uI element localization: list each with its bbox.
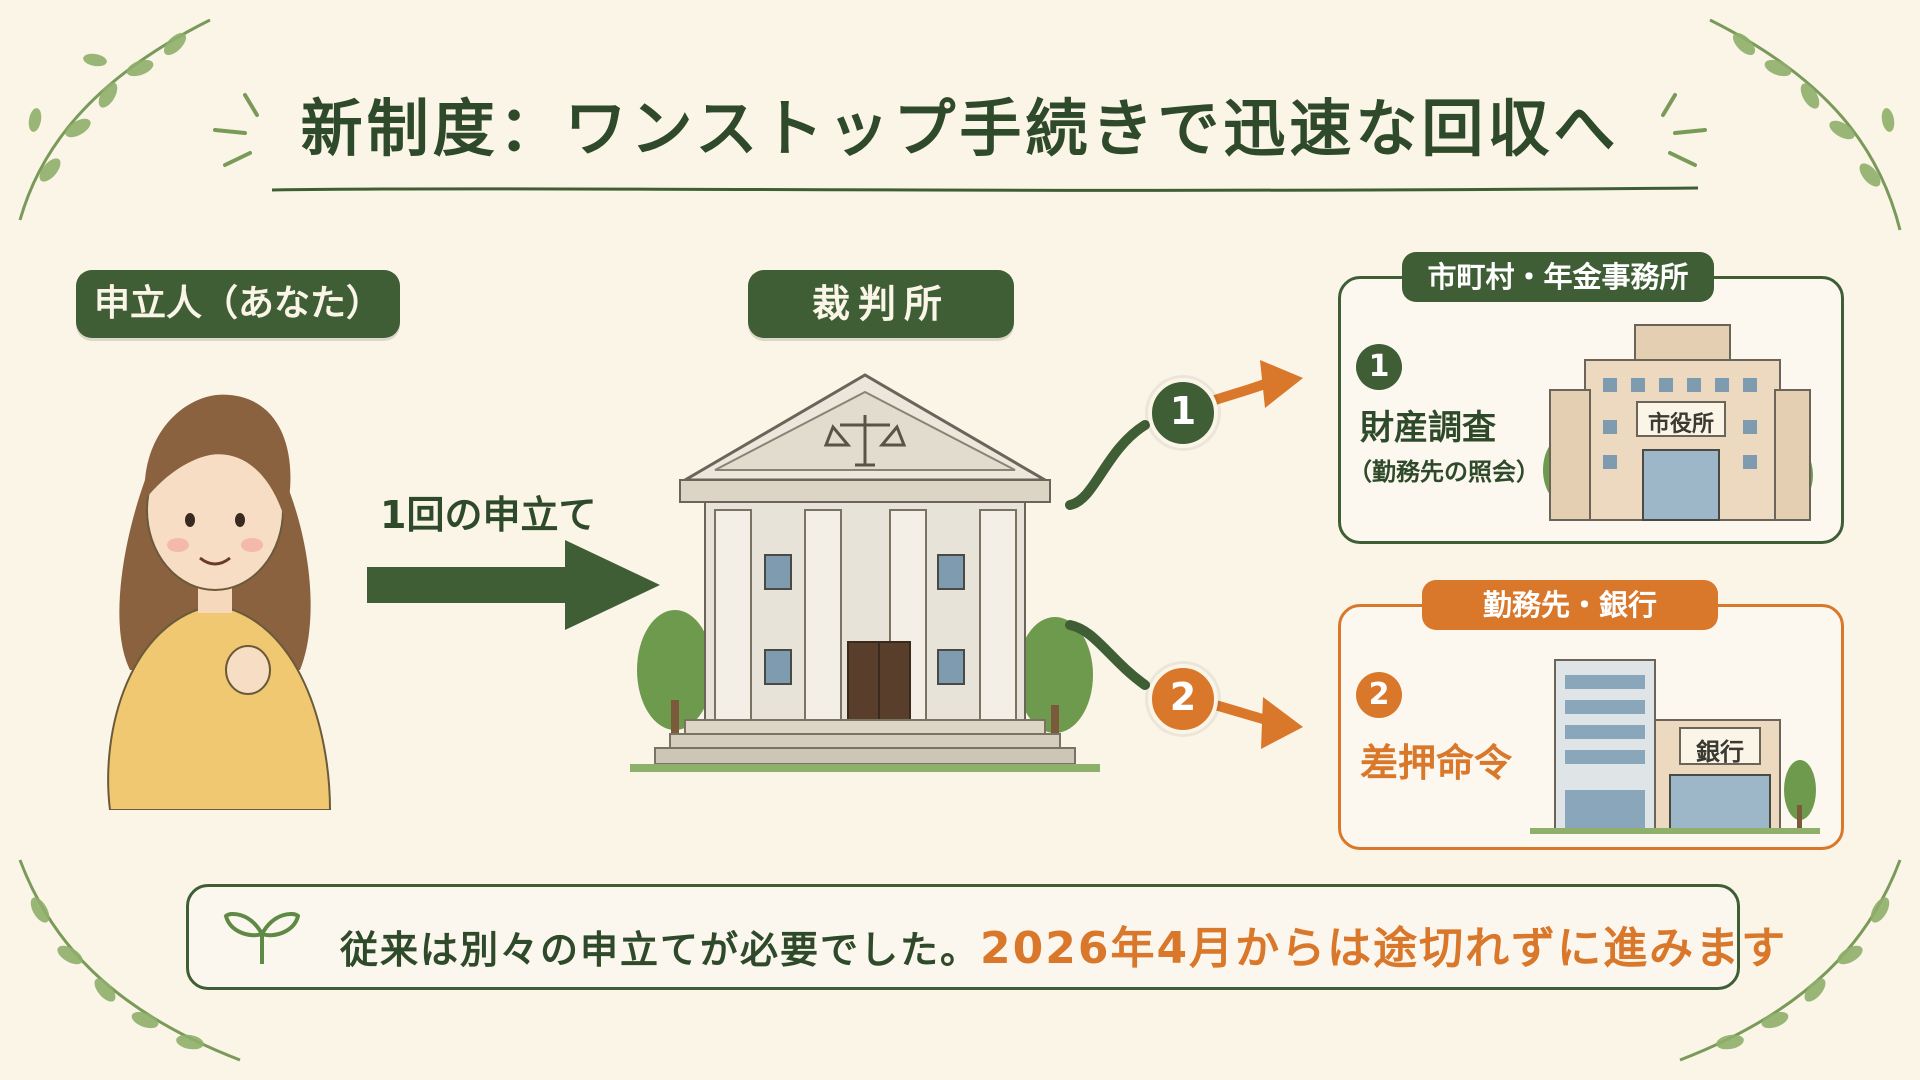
scales-of-justice-icon <box>823 415 907 467</box>
leaf-vine-icon <box>1709 18 1902 231</box>
title-accent-right <box>1661 93 1707 167</box>
title-underline <box>271 186 1699 192</box>
note-text: 従来は別々の申立てが必要でした。2026年4月からは途切れずに進みます <box>340 912 1787 976</box>
applicant-label: 申立人（あなた） <box>76 270 400 338</box>
step2-action: 差押命令 <box>1360 741 1513 785</box>
one-time-application-label: 1回の申立て <box>380 493 597 537</box>
sprout-icon <box>223 912 301 964</box>
leaf-vine-icon <box>18 859 241 1062</box>
court-label: 裁判所 <box>748 270 1014 338</box>
flow-step-2-badge: 2 <box>1148 664 1218 734</box>
city-hall-sign: 市役所 <box>1647 412 1714 437</box>
applicant-illustration <box>107 394 332 810</box>
city-hall-illustration <box>1543 324 1813 521</box>
flow-connector-2 <box>1065 620 1303 749</box>
step1-org-label: 市町村・年金事務所 <box>1402 252 1714 302</box>
bank-sign: 銀行 <box>1696 738 1744 766</box>
step2-number: 2 <box>1356 672 1402 718</box>
flow-step-1-badge: 1 <box>1148 378 1218 448</box>
step1-action: 財産調査 <box>1360 408 1496 448</box>
step2-org-label: 勤務先・銀行 <box>1422 580 1718 630</box>
courthouse-illustration <box>630 373 1100 772</box>
step1-detail: （勤務先の照会） <box>1348 458 1540 486</box>
office-bank-illustration <box>1530 659 1820 834</box>
title-accent-left <box>213 93 259 167</box>
note-highlight: 2026年4月からは途切れずに進みます <box>980 923 1788 974</box>
note-box <box>186 884 1740 990</box>
leaf-vine-icon <box>18 18 211 221</box>
arrow-to-court <box>367 540 660 630</box>
step1-number: 1 <box>1356 344 1402 390</box>
flow-connector-1 <box>1065 360 1303 510</box>
note-prefix: 従来は別々の申立てが必要でした。 <box>340 928 981 972</box>
page-title: 新制度：ワンストップ手続きで迅速な回収へ <box>300 92 1620 165</box>
leaf-vine-icon <box>1679 859 1902 1062</box>
